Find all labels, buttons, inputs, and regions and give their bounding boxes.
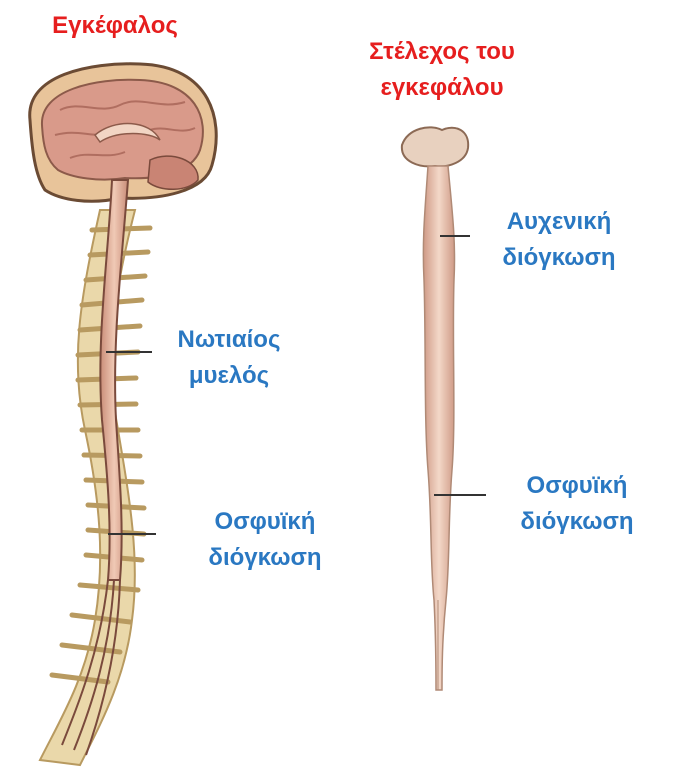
label-brainstem: Στέλεχος του εγκεφάλου xyxy=(332,34,552,106)
label-brainstem-line2: εγκεφάλου xyxy=(332,70,552,106)
label-cervical-right: Αυχενική διόγκωση xyxy=(474,204,644,276)
label-lumbar-left-line2: διόγκωση xyxy=(180,540,350,576)
label-spinal-cord-line2: μυελός xyxy=(154,358,304,394)
label-spinal-cord-line1: Νωτιαίος xyxy=(154,322,304,358)
label-lumbar-left: Οσφυϊκή διόγκωση xyxy=(180,504,350,576)
label-brain: Εγκέφαλος xyxy=(30,8,200,44)
label-brain-text: Εγκέφαλος xyxy=(30,8,200,44)
label-cervical-right-line1: Αυχενική xyxy=(474,204,644,240)
label-lumbar-right-line1: Οσφυϊκή xyxy=(492,468,662,504)
right-figure xyxy=(402,127,468,690)
label-lumbar-right-line2: διόγκωση xyxy=(492,504,662,540)
label-cervical-right-line2: διόγκωση xyxy=(474,240,644,276)
label-lumbar-right: Οσφυϊκή διόγκωση xyxy=(492,468,662,540)
label-brainstem-line1: Στέλεχος του xyxy=(332,34,552,70)
label-lumbar-left-line1: Οσφυϊκή xyxy=(180,504,350,540)
label-spinal-cord: Νωτιαίος μυελός xyxy=(154,322,304,394)
brainstem-top xyxy=(402,127,468,166)
left-figure xyxy=(30,64,217,765)
right-spinal-cord xyxy=(423,166,454,690)
